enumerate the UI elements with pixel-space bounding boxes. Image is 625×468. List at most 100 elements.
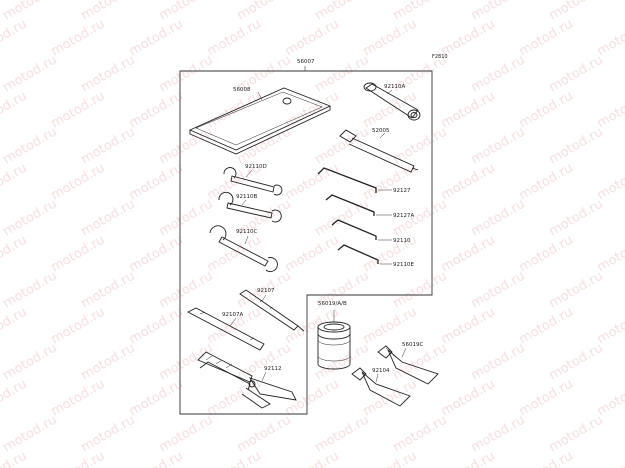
watermark-text: motod.ru (205, 17, 264, 60)
label-screwdriver: 92107 (257, 288, 275, 294)
watermark-text: motod.ru (517, 377, 576, 420)
label-box-wrench: 92110A (384, 84, 405, 90)
watermark-text: motod.ru (0, 161, 30, 204)
watermark-text: motod.ru (595, 377, 625, 420)
watermark-text: motod.ru (469, 53, 528, 96)
label-grease-tube-a: 56019C (402, 342, 423, 348)
watermark-text: motod.ru (79, 197, 138, 240)
grease-tube-b-drawing (351, 367, 411, 407)
label-wrench-c: 92110C (236, 229, 257, 235)
watermark-text: motod.ru (157, 413, 216, 456)
watermark-text: motod.ru (283, 377, 342, 420)
screwdriver-drawing (239, 289, 305, 332)
watermark-text: motod.ru (547, 125, 606, 168)
watermark-text: motod.ru (79, 269, 138, 312)
label-pliers: 92112 (264, 366, 282, 372)
watermark-text: motod.ru (439, 89, 498, 132)
watermark-text: motod.ru (157, 341, 216, 384)
label-grease-can: 56019/A/B (318, 301, 347, 307)
watermark-text: motod.ru (361, 17, 420, 60)
watermark-text: motod.ru (469, 125, 528, 168)
watermark-text: motod.ru (1, 413, 60, 456)
label-hex-key-a: 92127 (393, 188, 411, 194)
hex-key-d-drawing (337, 244, 379, 264)
label-hex-key-c: 92110 (393, 238, 411, 244)
watermark-text: motod.ru (595, 17, 625, 60)
watermark-text: motod.ru (469, 413, 528, 456)
watermark-text: motod.ru (547, 269, 606, 312)
watermark-text: motod.ru (595, 89, 625, 132)
wrench-c-drawing (209, 225, 278, 272)
watermark-text: motod.ru (79, 413, 138, 456)
watermark-text: motod.ru (469, 341, 528, 384)
watermark-text: motod.ru (283, 233, 342, 276)
label-wrench-b: 92110B (236, 194, 257, 200)
watermark-text: motod.ru (0, 377, 30, 420)
watermark-text: motod.ru (127, 305, 186, 348)
watermark-text: motod.ru (79, 53, 138, 96)
watermark-text: motod.ru (127, 449, 186, 468)
watermark-text: motod.ru (361, 377, 420, 420)
watermark-text: motod.ru (313, 125, 372, 168)
watermark-text: motod.ru (595, 161, 625, 204)
kit-outline (179, 70, 433, 415)
label-screwdriver-bit: 92107A (222, 312, 243, 318)
watermark-text: motod.ru (547, 341, 606, 384)
watermark-text: motod.ru (391, 269, 450, 312)
watermark-text: motod.ru (49, 161, 108, 204)
watermark-text: motod.ru (127, 17, 186, 60)
watermark-text: motod.ru (49, 89, 108, 132)
watermark-text: motod.ru (313, 0, 372, 23)
watermark-text: motod.ru (0, 233, 30, 276)
watermark-text: motod.ru (391, 125, 450, 168)
watermark-text: motod.ru (439, 449, 498, 468)
pliers-drawing (197, 351, 297, 409)
watermark-text: motod.ru (127, 89, 186, 132)
watermark-text: motod.ru (361, 161, 420, 204)
watermark-text: motod.ru (0, 449, 30, 468)
watermark-text: motod.ru (517, 89, 576, 132)
watermark-text: motod.ru (79, 125, 138, 168)
watermark-text: motod.ru (157, 125, 216, 168)
watermark-text: motod.ru (547, 197, 606, 240)
tool-bag-drawing (188, 87, 332, 155)
watermark-text: motod.ru (1, 53, 60, 96)
watermark-text: motod.ru (391, 413, 450, 456)
watermark-text: motod.ru (157, 269, 216, 312)
watermark-text: motod.ru (205, 449, 264, 468)
watermark-text: motod.ru (361, 233, 420, 276)
watermark-text: motod.ru (157, 197, 216, 240)
watermark-text: motod.ru (1, 197, 60, 240)
watermark-text: motod.ru (469, 269, 528, 312)
watermark-text: motod.ru (127, 233, 186, 276)
watermark-text: motod.ru (49, 449, 108, 468)
watermark-text: motod.ru (313, 53, 372, 96)
watermark-text: motod.ru (547, 0, 606, 23)
watermark-text: motod.ru (517, 233, 576, 276)
watermark-text: motod.ru (283, 449, 342, 468)
watermark-text: motod.ru (49, 377, 108, 420)
grease-tube-a-drawing (377, 345, 439, 385)
watermark-text: motod.ru (1, 0, 60, 23)
watermark-text: motod.ru (361, 449, 420, 468)
watermark-text: motod.ru (517, 17, 576, 60)
watermark-text: motod.ru (547, 413, 606, 456)
label-kit: 56007 (297, 59, 315, 65)
hex-key-c-drawing (331, 219, 377, 240)
watermark-text: motod.ru (79, 341, 138, 384)
label-hex-key-d: 92110E (393, 262, 414, 268)
label-handle: 52005 (372, 128, 390, 134)
watermark-text: motod.ru (439, 161, 498, 204)
watermark-text: motod.ru (235, 0, 294, 23)
watermark-text: motod.ru (391, 0, 450, 23)
watermark-text: motod.ru (127, 377, 186, 420)
wrench-b-drawing (218, 191, 282, 223)
handle-drawing (339, 129, 419, 173)
watermark-text: motod.ru (517, 449, 576, 468)
label-tool-bag: 56008 (233, 87, 251, 93)
watermark-text: motod.ru (439, 305, 498, 348)
watermark-text: motod.ru (0, 89, 30, 132)
grease-can-drawing (317, 321, 351, 370)
watermark-text: motod.ru (235, 413, 294, 456)
